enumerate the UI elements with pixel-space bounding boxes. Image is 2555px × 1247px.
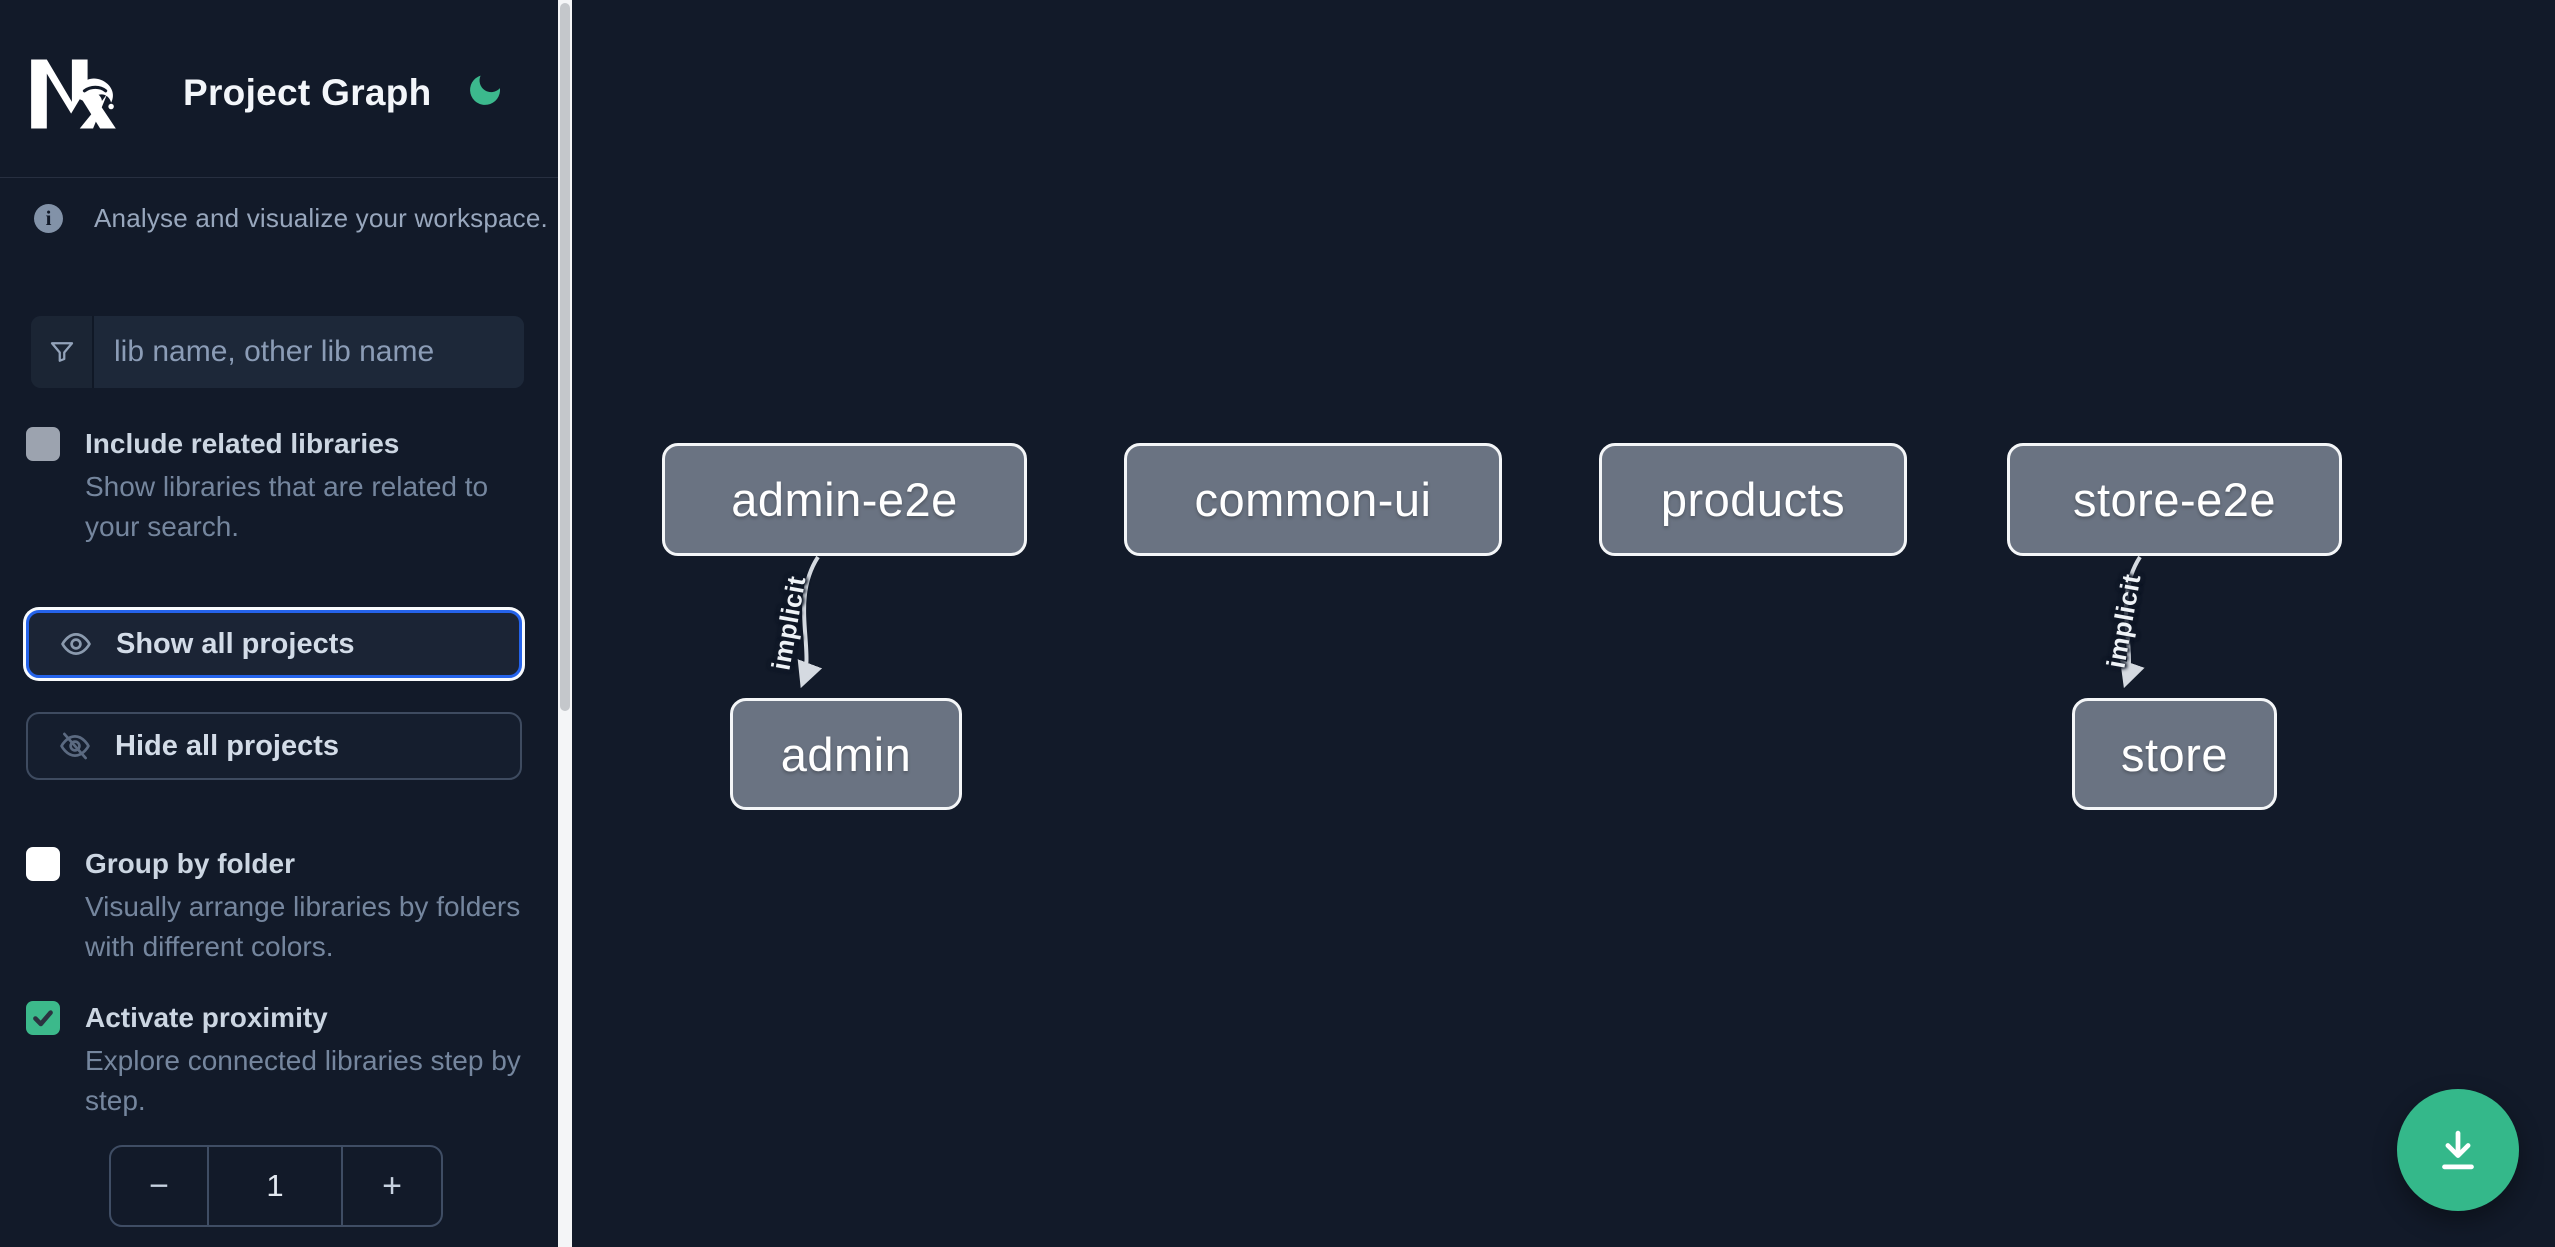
hide-all-projects-button[interactable]: Hide all projects: [26, 712, 522, 780]
sidebar-scrollbar-thumb[interactable]: [560, 3, 570, 711]
show-all-projects-button[interactable]: Show all projects: [26, 610, 522, 678]
sidebar-scrollbar-track: [558, 0, 572, 1247]
theme-toggle-button[interactable]: [463, 68, 507, 112]
graph-node-store[interactable]: store: [2072, 698, 2277, 810]
filter-funnel-icon: [50, 342, 73, 362]
graph-node-store-e2e[interactable]: store-e2e: [2007, 443, 2342, 556]
library-search-input[interactable]: [94, 316, 524, 388]
group-by-folder-description: Visually arrange libraries by folders wi…: [85, 891, 521, 962]
graph-node-products[interactable]: products: [1599, 443, 1907, 556]
eye-off-icon: [60, 732, 90, 760]
proximity-depth-stepper: − 1 +: [109, 1145, 443, 1227]
moon-icon: [470, 75, 500, 105]
include-related-label: Include related libraries: [85, 428, 400, 459]
graph-node-admin[interactable]: admin: [730, 698, 962, 810]
workspace-info: i Analyse and visualize your workspace.: [34, 203, 548, 234]
header-divider: [0, 177, 558, 178]
filter-icon-cell: [31, 316, 94, 388]
show-all-projects-label: Show all projects: [116, 627, 355, 660]
activate-proximity-checkbox[interactable]: [26, 1001, 60, 1035]
activate-proximity-description: Explore connected libraries step by step…: [85, 1045, 521, 1116]
sidebar: Project Graph i Analyse and visualize yo…: [0, 0, 558, 1247]
increment-button[interactable]: +: [341, 1147, 441, 1225]
group-by-folder-label: Group by folder: [85, 848, 295, 879]
eye-icon: [61, 633, 91, 655]
graph-canvas[interactable]: [572, 0, 2555, 1247]
info-icon: i: [34, 204, 63, 233]
sidebar-header: Project Graph: [0, 0, 558, 177]
decrement-button[interactable]: −: [111, 1147, 209, 1225]
option-include-related: Include related libraries Show libraries…: [26, 425, 526, 547]
activate-proximity-label: Activate proximity: [85, 1002, 328, 1033]
include-related-checkbox[interactable]: [26, 427, 60, 461]
include-related-description: Show libraries that are related to your …: [85, 471, 489, 542]
group-by-folder-checkbox[interactable]: [26, 847, 60, 881]
filter-search-box: [31, 316, 524, 388]
download-graph-button[interactable]: [2397, 1089, 2519, 1211]
hide-all-projects-label: Hide all projects: [115, 729, 340, 762]
option-group-by-folder: Group by folder Visually arrange librari…: [26, 845, 526, 967]
nx-logo-icon: [31, 59, 116, 129]
info-text: Analyse and visualize your workspace.: [94, 203, 548, 233]
graph-node-admin-e2e[interactable]: admin-e2e: [662, 443, 1027, 556]
option-activate-proximity: Activate proximity Explore connected lib…: [26, 999, 526, 1121]
check-icon: [33, 1010, 53, 1027]
graph-node-common-ui[interactable]: common-ui: [1124, 443, 1502, 556]
proximity-depth-value: 1: [266, 1168, 284, 1203]
download-icon: [2442, 1130, 2474, 1170]
page-title: Project Graph: [183, 72, 432, 113]
